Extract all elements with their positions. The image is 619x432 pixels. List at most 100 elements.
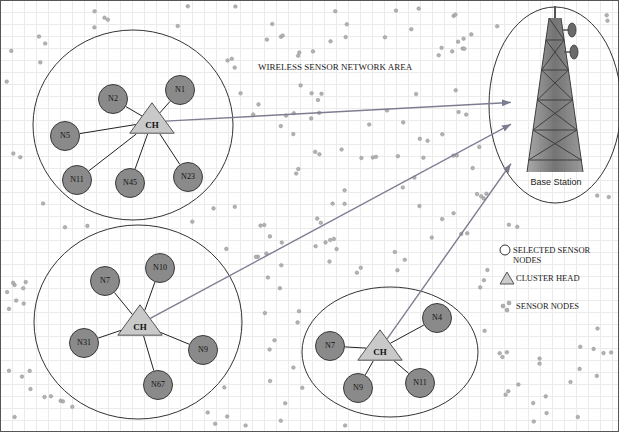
sensor-dot [485,192,489,196]
sensor-node: N9 [188,335,218,365]
node-label: N2 [108,94,118,104]
sensor-node: N2 [98,84,128,114]
sensor-dot [225,415,229,419]
sensor-dot [263,311,267,315]
sensor-dot [315,217,319,221]
sensor-dot [226,59,230,63]
sensor-dot [495,25,499,29]
sensor-dot [257,103,261,107]
sensor-dot [505,351,509,355]
sensor-dot [605,13,609,17]
sensor-dot [367,123,371,127]
sensor-dot [478,286,482,290]
sensor-dot [331,202,335,206]
triangle-outline [118,305,162,335]
sensor-dot [71,405,75,409]
sensor-dot [328,260,332,264]
cluster-ellipse [34,225,242,419]
sensor-dot [545,411,549,415]
sensor-node: N5 [50,121,80,151]
sensor-dot [482,278,486,282]
sensor-dot [359,266,363,270]
sensor-dot [454,13,458,17]
cluster-head: CH [129,102,175,134]
sensor-dot [233,66,237,70]
node-label: Base Station [530,177,581,188]
sensor-dot [297,309,301,313]
cluster-ellipse [302,287,478,417]
sensor-node: N31 [69,328,99,358]
uplink-arrow [387,164,511,339]
sensor-dot [22,302,26,306]
sensor-dot [470,33,474,37]
sensor-dot [12,152,16,156]
node-label: CH [373,347,387,358]
sensor-dot [320,92,324,96]
sensor-dot [281,34,285,38]
sensor-dot [516,225,520,229]
member-link [80,125,136,134]
sensor-dot [14,299,18,303]
sensor-dot [403,258,407,262]
sensor-dot [21,287,25,291]
node-label: CH [133,322,147,333]
sensor-dot [41,202,45,206]
node-label: N23 [181,172,195,182]
cluster-head: CH [117,304,163,336]
sensor-dot [483,329,487,333]
diagram-title: WIRELESS SENSOR NETWORK AREA [258,62,412,73]
sensor-dot [19,155,23,159]
sensor-dot [606,19,610,23]
member-link [144,336,154,371]
member-link [394,361,408,373]
sensor-dot [268,235,272,239]
triangle-outline [358,330,402,360]
sensor-dot [234,5,238,9]
sensor-dot [316,98,320,102]
sensor-dot [93,10,97,14]
sensor-dot [532,420,536,424]
sensor-dot [294,172,298,176]
sensor-dot [297,167,301,171]
node-label: N1 [175,85,185,95]
sensor-dot [517,383,521,387]
sensor-dot [334,9,338,13]
sensor-dot [301,386,305,390]
sensor-dot [396,154,400,158]
sensor-dot [462,37,466,41]
uplink-arrow [150,124,511,318]
sensor-dot [592,347,596,351]
node-label: N67 [151,380,165,390]
base-station-ellipse [489,7,619,203]
sensor-node: N11 [62,165,92,195]
sensor-dot [265,38,269,42]
sensor-node: N45 [115,168,145,198]
sensor-dot [507,389,511,393]
sensor-dot [531,401,535,405]
node-label: N11 [70,175,83,185]
sensor-dot [440,46,444,50]
member-link [98,330,121,338]
sensor-dot [268,379,272,383]
sensor-dot [471,166,475,170]
sensor-dot [538,357,542,361]
sensor-dot [595,374,599,378]
legend-text: SELECTED SENSOR NODES [513,245,617,265]
sensor-dot [401,121,405,125]
sensor-dot [393,250,397,254]
sensor-dot [24,280,28,284]
sensor-dot [507,223,511,227]
sensor-dot [43,42,47,46]
sensor-dot [410,27,414,31]
sensor-dot [93,26,97,30]
sensor-dot [335,247,339,251]
sensor-dot [280,241,284,245]
member-link [89,134,136,171]
sensor-dot [418,204,422,208]
sensor-dot [106,18,110,22]
sensor-dot [475,192,479,196]
sensor-dot [318,152,322,156]
sensor-dot [292,132,296,136]
sensor-dot [279,124,283,128]
node-label: N45 [123,178,137,188]
